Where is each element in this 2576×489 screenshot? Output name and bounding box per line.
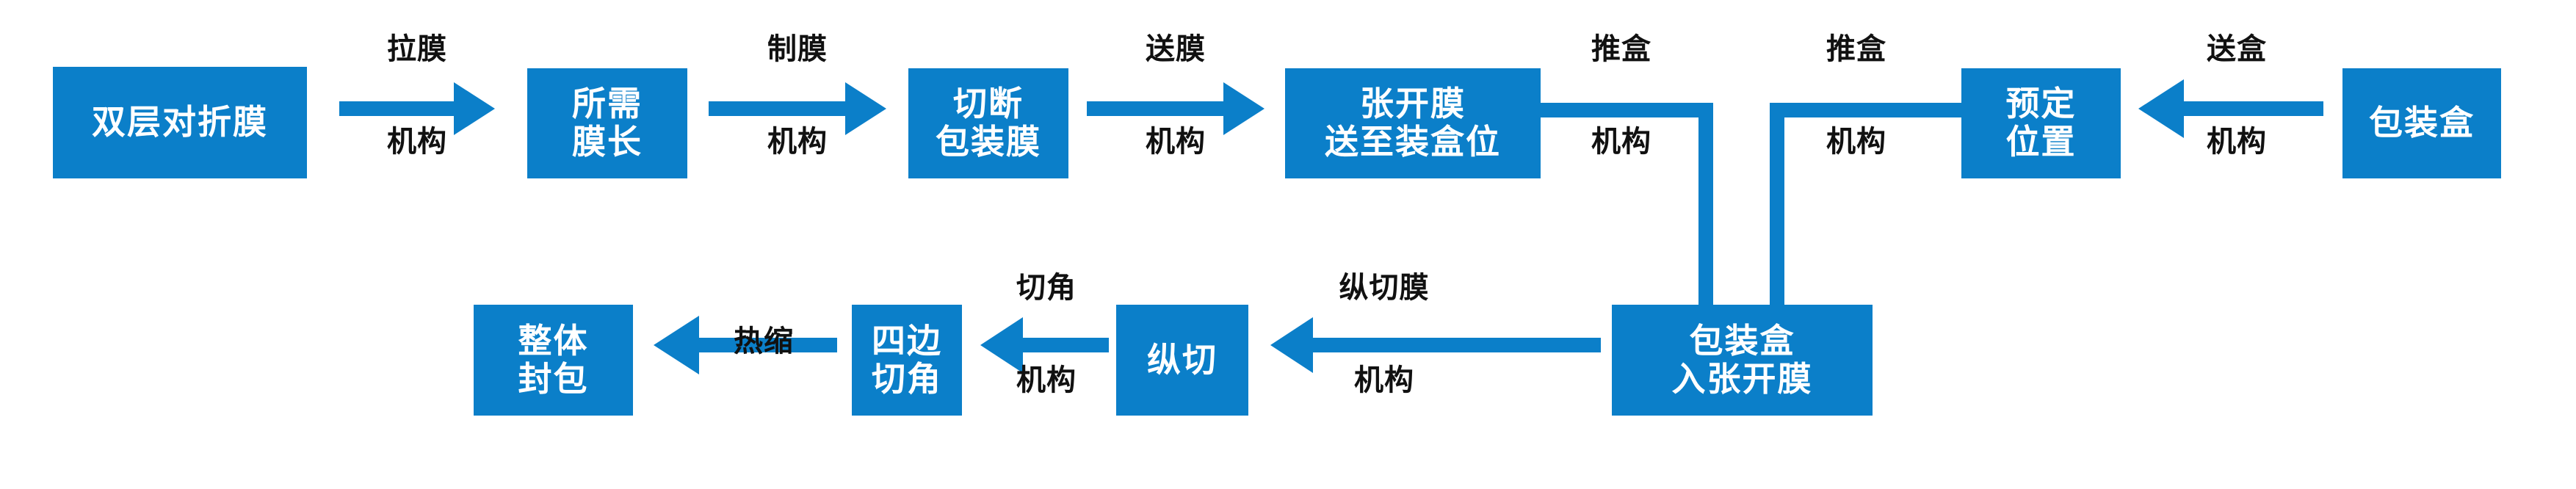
edge-label-line: 制膜 [767,33,828,65]
node-line: 纵切 [1147,340,1218,379]
node-overall-sealing[interactable]: 整体 封包 [474,305,633,416]
edge-label-feed-box-mechanism: 送盒 机构 [2159,33,2315,158]
edge-label-line: 机构 [1146,126,1206,158]
node-line: 四边 [872,321,942,360]
box-push-up-connector [1770,103,1961,308]
arrow-feed-box [2138,79,2323,138]
node-line: 包装盒 [1689,321,1795,360]
node-line: 包装盒 [2369,104,2475,142]
edge-label-line: 机构 [767,126,828,158]
node-line: 入张开膜 [1671,359,1813,398]
node-longitudinal-cut[interactable]: 纵切 [1116,305,1248,416]
arrow-pull-film [339,82,495,135]
node-four-side-corner-cut[interactable]: 四边 切角 [852,305,962,416]
edge-label-make-film-mechanism: 制膜 机构 [709,33,886,158]
edge-label-line: 切角 [1016,272,1077,304]
edge-label-line: 机构 [1591,126,1651,158]
node-line: 包装膜 [936,123,1041,161]
edge-label-line: 机构 [2207,126,2267,158]
edge-label-line: 热缩 [734,325,794,358]
edge-label-feed-film-mechanism: 送膜 机构 [1087,33,1265,158]
edge-label-pull-film-mechanism: 拉膜 机构 [339,33,495,158]
edge-label-corner-cut-mechanism: 切角 机构 [988,272,1105,396]
arrow-shape [709,82,886,135]
node-line: 封包 [518,359,589,398]
arrow-shape [980,317,1109,373]
arrow-feed-film [1087,82,1265,135]
edge-label-line: 推盒 [1826,33,1886,65]
arrow-slit-film [1270,317,1601,373]
node-line: 位置 [2005,123,2077,161]
node-line: 送至装盒位 [1325,123,1501,161]
edge-label-slit-film-mechanism: 纵切膜 机构 [1292,272,1476,396]
node-line: 张开膜 [1360,84,1466,123]
edge-label-line: 拉膜 [387,33,447,65]
arrow-make-film [709,82,886,135]
edge-label-line: 送膜 [1146,33,1206,65]
node-line: 所需 [572,84,643,123]
arrow-corner-cut [980,317,1109,373]
node-line: 整体 [518,321,589,360]
node-packaging-box[interactable]: 包装盒 [2342,68,2501,178]
edge-label-line: 送盒 [2207,33,2267,65]
edge-label-line: 机构 [1016,364,1077,396]
edge-label-line: 机构 [1354,364,1414,396]
edge-label-heat-shrink: 热缩 [676,279,852,404]
node-line: 双层对折膜 [92,103,268,142]
node-open-film-to-boxing-position[interactable]: 张开膜 送至装盒位 [1285,68,1541,178]
node-line: 切角 [872,359,942,398]
edge-label-line: 推盒 [1591,33,1651,65]
arrow-heat-shrink [654,316,837,374]
edge-label-push-box-mechanism-right: 推盒 机构 [1784,33,1928,158]
arrow-shape [1270,317,1601,373]
node-cut-packaging-film[interactable]: 切断 包装膜 [908,68,1068,178]
node-line: 膜长 [572,123,643,161]
edge-label-line: 机构 [387,126,447,158]
box-push-down-connector [1540,103,1713,308]
arrow-shape [654,316,837,374]
edge-label-push-box-mechanism-left: 推盒 机构 [1549,33,1693,158]
arrow-shape [1087,82,1265,135]
arrow-shape [2138,79,2323,138]
node-preset-position[interactable]: 预定 位置 [1961,68,2121,178]
node-box-into-open-film[interactable]: 包装盒 入张开膜 [1612,305,1873,416]
arrow-shape [339,82,495,135]
node-line: 切断 [953,84,1024,123]
node-required-film-length[interactable]: 所需 膜长 [527,68,687,178]
node-double-folded-film[interactable]: 双层对折膜 [53,67,307,178]
node-line: 预定 [2005,84,2077,123]
edge-label-line: 机构 [1826,126,1886,158]
edge-label-line: 纵切膜 [1339,272,1430,304]
